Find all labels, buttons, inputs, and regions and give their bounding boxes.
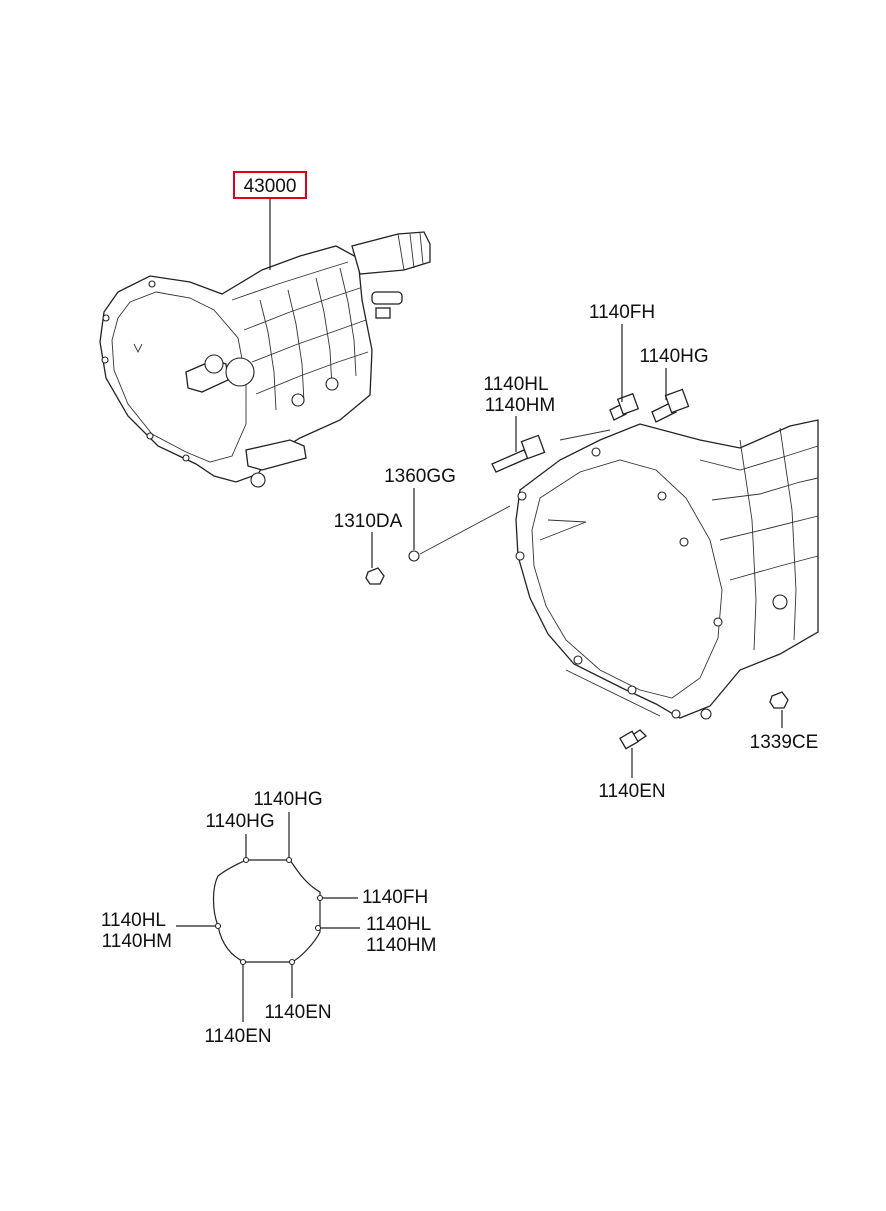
pattern-label-left-mid-1[interactable]: 1140HL [101, 910, 166, 931]
pattern-label-top-left[interactable]: 1140HG [205, 811, 274, 832]
callout-1310da[interactable]: 1310DA [334, 511, 403, 532]
pattern-label-right-upper[interactable]: 1140FH [362, 887, 428, 908]
bolt-1140fh [609, 392, 640, 421]
pattern-label-bottom-right[interactable]: 1140EN [264, 1002, 331, 1023]
callout-1140fh[interactable]: 1140FH [589, 302, 655, 323]
pattern-label-left-mid-2[interactable]: 1140HM [102, 931, 172, 952]
callout-1339ce[interactable]: 1339CE [750, 732, 819, 753]
bolt-1140hl [491, 434, 546, 473]
callout-1360gg[interactable]: 1360GG [384, 466, 456, 487]
nut-1310da [365, 567, 385, 585]
callout-1140hl[interactable]: 1140HL [483, 374, 548, 395]
engine-housing-drawing [515, 419, 819, 720]
bolt-pattern-schematic [212, 856, 324, 966]
dowel-pin-1360gg [408, 550, 420, 562]
callout-1140hg[interactable]: 1140HG [639, 346, 708, 367]
pattern-label-bottom-left[interactable]: 1140EN [204, 1026, 271, 1047]
nut-1339ce [769, 691, 789, 709]
callout-1140hm[interactable]: 1140HM [485, 395, 555, 416]
bolt-1140en [619, 729, 648, 750]
callout-1140en[interactable]: 1140EN [598, 781, 665, 802]
bolt-1140hg [651, 388, 690, 423]
transmission-assembly-drawing [99, 231, 431, 488]
pattern-label-right-mid-2[interactable]: 1140HM [366, 935, 436, 956]
pattern-label-right-mid-1[interactable]: 1140HL [366, 914, 431, 935]
callout-43000[interactable]: 43000 [244, 176, 297, 197]
pattern-label-top-right[interactable]: 1140HG [253, 789, 322, 810]
